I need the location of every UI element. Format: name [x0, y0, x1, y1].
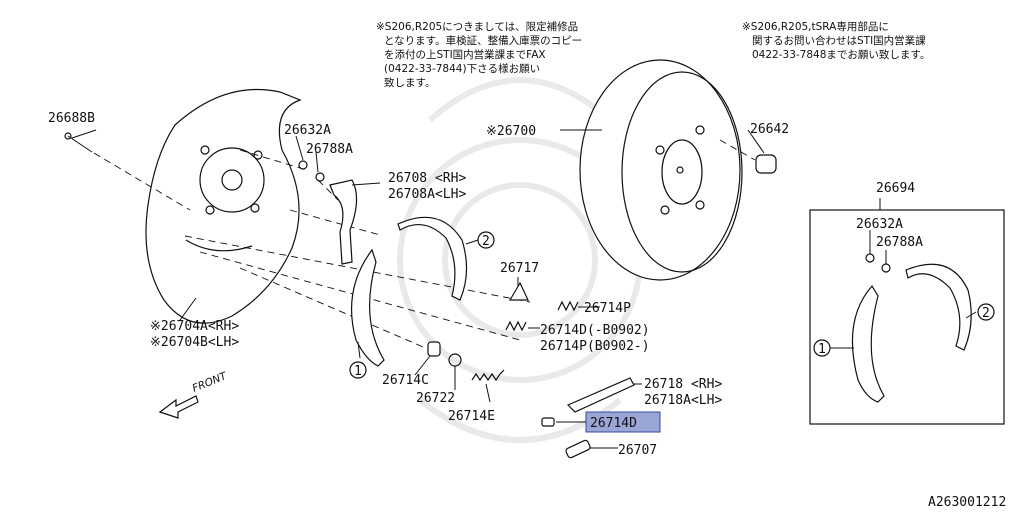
adjuster-26707[interactable] [565, 439, 591, 459]
label-26708a-lh[interactable]: 26708A<LH> [388, 187, 466, 202]
svg-text:2: 2 [982, 306, 990, 321]
bolt-26688b[interactable] [64, 132, 93, 153]
label-26714d-early[interactable]: 26714D(-B0902) [540, 323, 650, 338]
lever-26708[interactable] [329, 179, 358, 265]
spring-26714e[interactable] [471, 369, 505, 382]
plug-26642[interactable] [755, 154, 777, 174]
front-label: FRONT [191, 370, 230, 395]
pin-26632a[interactable] [298, 160, 308, 170]
shoe-kit-box [809, 209, 1005, 425]
callout-2-kit[interactable]: 2 [977, 303, 995, 321]
label-26788a-kit[interactable]: 26788A [876, 235, 923, 250]
label-26700[interactable]: ※26700 [486, 124, 536, 139]
strut-26717[interactable] [508, 281, 529, 301]
label-26714e[interactable]: 26714E [448, 409, 495, 424]
callout-1-kit[interactable]: 1 [813, 339, 831, 357]
label-26788a[interactable]: 26788A [306, 142, 353, 157]
diagram-id: A263001212 [928, 495, 1006, 510]
label-26707[interactable]: 26707 [618, 443, 657, 458]
label-26708-rh[interactable]: 26708 <RH> [388, 171, 466, 186]
clip-26714d[interactable] [541, 417, 555, 427]
label-26714p[interactable]: 26714P [584, 301, 631, 316]
front-arrow: FRONT [158, 370, 230, 419]
spring-26714c[interactable] [427, 341, 441, 357]
selected-part-26714d[interactable]: 26714D [585, 411, 661, 433]
note-left: ※S206,R205につきましては、限定補修品 となります。車検証、整備入庫票の… [376, 20, 585, 89]
label-26694[interactable]: 26694 [876, 181, 915, 196]
label-26718a-lh[interactable]: 26718A<LH> [644, 393, 722, 408]
spring-26714d-early[interactable] [505, 320, 527, 332]
clip-26788a[interactable] [315, 172, 325, 182]
label-26714d-selected[interactable]: 26714D [590, 416, 637, 431]
label-26722[interactable]: 26722 [416, 391, 455, 406]
note-right: ※S206,R205,tSRA専用部品に 関するお問い合わせはSTI国内営業課 … [742, 20, 930, 61]
strut-26718[interactable] [566, 377, 635, 413]
svg-text:1: 1 [354, 364, 362, 379]
label-26642[interactable]: 26642 [750, 122, 789, 137]
spring-26714p[interactable] [557, 300, 579, 312]
backing-plate[interactable] [145, 88, 302, 324]
label-26632a-kit[interactable]: 26632A [856, 217, 903, 232]
callout-1[interactable]: 1 [349, 361, 367, 379]
label-26714p-late[interactable]: 26714P(B0902-) [540, 339, 650, 354]
label-26717[interactable]: 26717 [500, 261, 539, 276]
callout-2[interactable]: 2 [477, 231, 495, 249]
brake-shoe-2[interactable] [397, 216, 468, 301]
brake-rotor-26700[interactable] [579, 59, 743, 281]
label-26714c[interactable]: 26714C [382, 373, 429, 388]
label-26704a-rh[interactable]: ※26704A<RH> [150, 319, 239, 334]
label-26632a[interactable]: 26632A [284, 123, 331, 138]
label-26718-rh[interactable]: 26718 <RH> [644, 377, 722, 392]
svg-text:2: 2 [482, 234, 490, 249]
brake-shoe-1[interactable] [350, 248, 385, 367]
label-26704b-lh[interactable]: ※26704B<LH> [150, 335, 239, 350]
svg-text:1: 1 [818, 342, 826, 357]
label-26688b[interactable]: 26688B [48, 111, 95, 126]
